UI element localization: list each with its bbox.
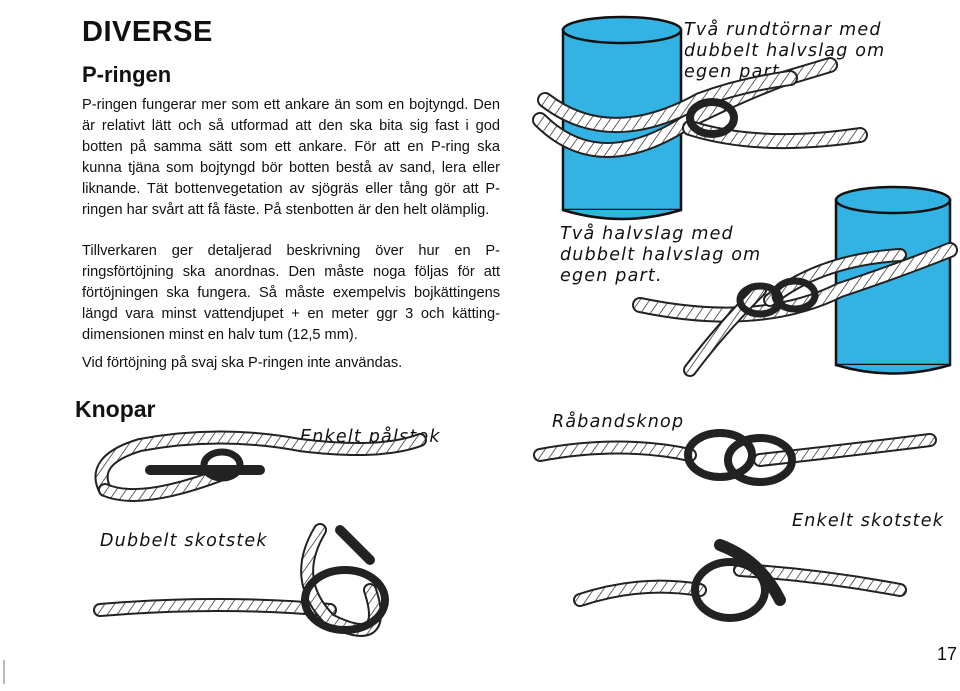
knots-title: Knopar xyxy=(75,396,156,422)
rope-enkelt-skotstek xyxy=(573,539,907,622)
paragraph-1: P-ringen fungerar mer som ett ankare än … xyxy=(82,97,500,218)
paragraph-3: Vid förtöjning på svaj ska P-ringen inte… xyxy=(82,355,403,371)
margin-mark xyxy=(3,660,5,684)
rope-half-hitches xyxy=(632,242,958,377)
caption-rabandsknop: Råbandsknop xyxy=(552,412,685,432)
rope-round-turns xyxy=(532,57,868,158)
caption-tva-rundtornar: Två rundtörnar med dubbelt halvslag om e… xyxy=(684,20,886,82)
subsection-title: P-ringen xyxy=(82,62,172,87)
caption-enkelt-skotstek: Enkelt skotstek xyxy=(792,511,945,531)
page-number: 17 xyxy=(937,644,958,664)
section-title: DIVERSE xyxy=(82,16,213,48)
rope-rabandsknop xyxy=(533,429,937,486)
rope-enkelt-palstek xyxy=(94,430,427,502)
caption-dubbelt-skotstek: Dubbelt skotstek xyxy=(100,531,268,551)
caption-tva-halvslag: Två halvslag med dubbelt halvslag om ege… xyxy=(560,224,762,286)
paragraph-2: Tillverkaren ger detaljerad beskrivning … xyxy=(82,243,500,343)
rope-dubbelt-skotstek xyxy=(93,523,389,637)
